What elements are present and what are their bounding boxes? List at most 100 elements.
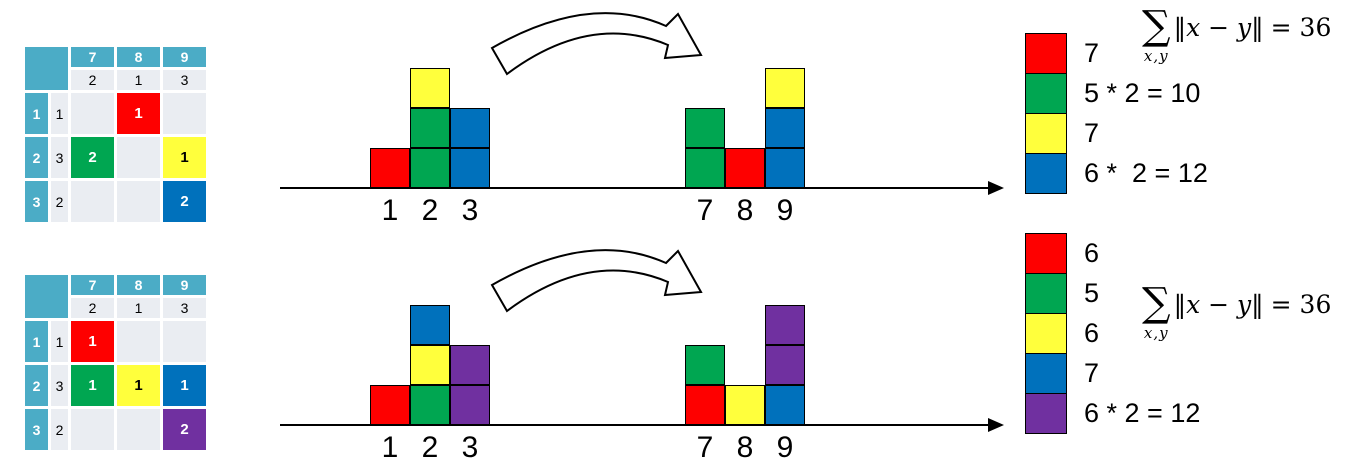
yellow-swatch [1025,313,1067,354]
legend-cost-label: 5 * 2 = 10 [1084,78,1201,108]
purple-block [450,345,490,385]
col-weight-cell: 3 [163,298,206,318]
row-weight-cell: 1 [51,93,68,134]
legend-row: 6 * 2 = 12 [1025,393,1200,434]
axis-tick-label: 7 [696,194,714,227]
col-weight-cell: 1 [117,70,160,90]
col-header-cell: 9 [163,47,206,67]
axis-tick-label: 8 [736,194,754,227]
red-swatch [1025,33,1067,74]
row-header-cell: 3 [25,181,48,222]
legend-cost-label: 7 [1084,118,1100,148]
blue-swatch [1025,353,1067,394]
row-weight-cell: 1 [51,321,68,362]
col-header-cell: 8 [117,275,160,295]
blue-block [410,305,450,345]
legend-cost-label: 5 [1084,278,1100,308]
row-weight-cell: 2 [51,181,68,222]
col-weight-cell: 3 [163,70,206,90]
axis-tick-label: 3 [461,194,479,227]
col-weight-cell: 2 [71,70,114,90]
transport-amount-cell: 1 [163,137,206,178]
axis-tick-label: 9 [776,431,794,464]
blue-block [765,148,805,188]
row-weight-cell: 3 [51,137,68,178]
sigma-glyph: ∑ [1142,280,1171,326]
axis-tick-label: 3 [461,431,479,464]
blue-block [765,385,805,425]
blue-swatch [1025,153,1067,194]
transport-amount-cell: 2 [163,181,206,222]
purple-block [450,385,490,425]
number-line-bottom-arrowhead-icon [988,418,1004,432]
row-header-cell: 1 [25,321,48,362]
axis-tick-label: 8 [736,431,754,464]
yellow-block [410,68,450,108]
legend-cost-label: 6 * 2 = 12 [1084,398,1201,428]
empty-cell [71,181,114,222]
legend-row: 5 [1025,273,1200,314]
purple-block [765,305,805,345]
axis-tick-label: 1 [381,194,399,227]
legend-cost-label: 6 [1084,238,1100,268]
legend-cost-label: 7 [1084,358,1100,388]
number-line-top [280,187,990,189]
number-line-top-arrowhead-icon [988,181,1004,195]
empty-cell [163,93,206,134]
col-header-cell: 8 [117,47,160,67]
transport-amount-cell: 1 [71,321,114,362]
row-header-cell: 3 [25,409,48,450]
number-line-bottom [280,424,990,426]
col-header-cell: 7 [71,275,114,295]
transport-amount-cell: 2 [71,137,114,178]
summation-symbol: ∑ x,y [1142,6,1171,64]
row-header-cell: 2 [25,365,48,406]
table-corner-cell [25,275,68,318]
transport-amount-cell: 1 [163,365,206,406]
green-block [685,148,725,188]
summation-symbol: ∑ x,y [1142,283,1171,341]
yellow-block [725,385,765,425]
row-weight-cell: 2 [51,409,68,450]
empty-cell [117,321,160,362]
empty-cell [71,409,114,450]
legend-row: 7 [1025,33,1208,74]
empty-cell [117,181,160,222]
legend-cost-label: 6 [1084,318,1100,348]
curved-arrow-bottom-icon [490,249,703,313]
legend-row: 6 [1025,233,1200,274]
purple-block [765,345,805,385]
total-cost-formula-bottom: ∑ x,y ‖x − y‖= 36 [1142,283,1331,341]
row-weight-cell: 3 [51,365,68,406]
red-block [685,385,725,425]
red-block [370,148,410,188]
cost-legend-top: 7 5 * 2 = 10 7 6 * 2 = 12 [1025,33,1208,194]
green-swatch [1025,273,1067,314]
green-block [410,148,450,188]
green-swatch [1025,73,1067,114]
green-block [685,108,725,148]
formula-body: ‖x − y‖= 36 [1173,13,1332,42]
empty-cell [163,321,206,362]
table-corner-cell [25,47,68,90]
legend-row: 6 * 2 = 12 [1025,153,1208,194]
blue-block [765,108,805,148]
yellow-swatch [1025,113,1067,154]
purple-swatch [1025,393,1067,434]
red-swatch [1025,233,1067,274]
formula-body: ‖x − y‖= 36 [1173,290,1332,319]
green-block [410,385,450,425]
empty-cell [117,409,160,450]
green-block [685,345,725,385]
transport-amount-cell: 2 [163,409,206,450]
green-block [410,108,450,148]
col-weight-cell: 2 [71,298,114,318]
total-cost-formula-top: ∑ x,y ‖x − y‖= 36 [1142,6,1331,64]
empty-cell [117,137,160,178]
col-header-cell: 9 [163,275,206,295]
row-header-cell: 2 [25,137,48,178]
summation-subscript: x,y [1143,47,1169,65]
